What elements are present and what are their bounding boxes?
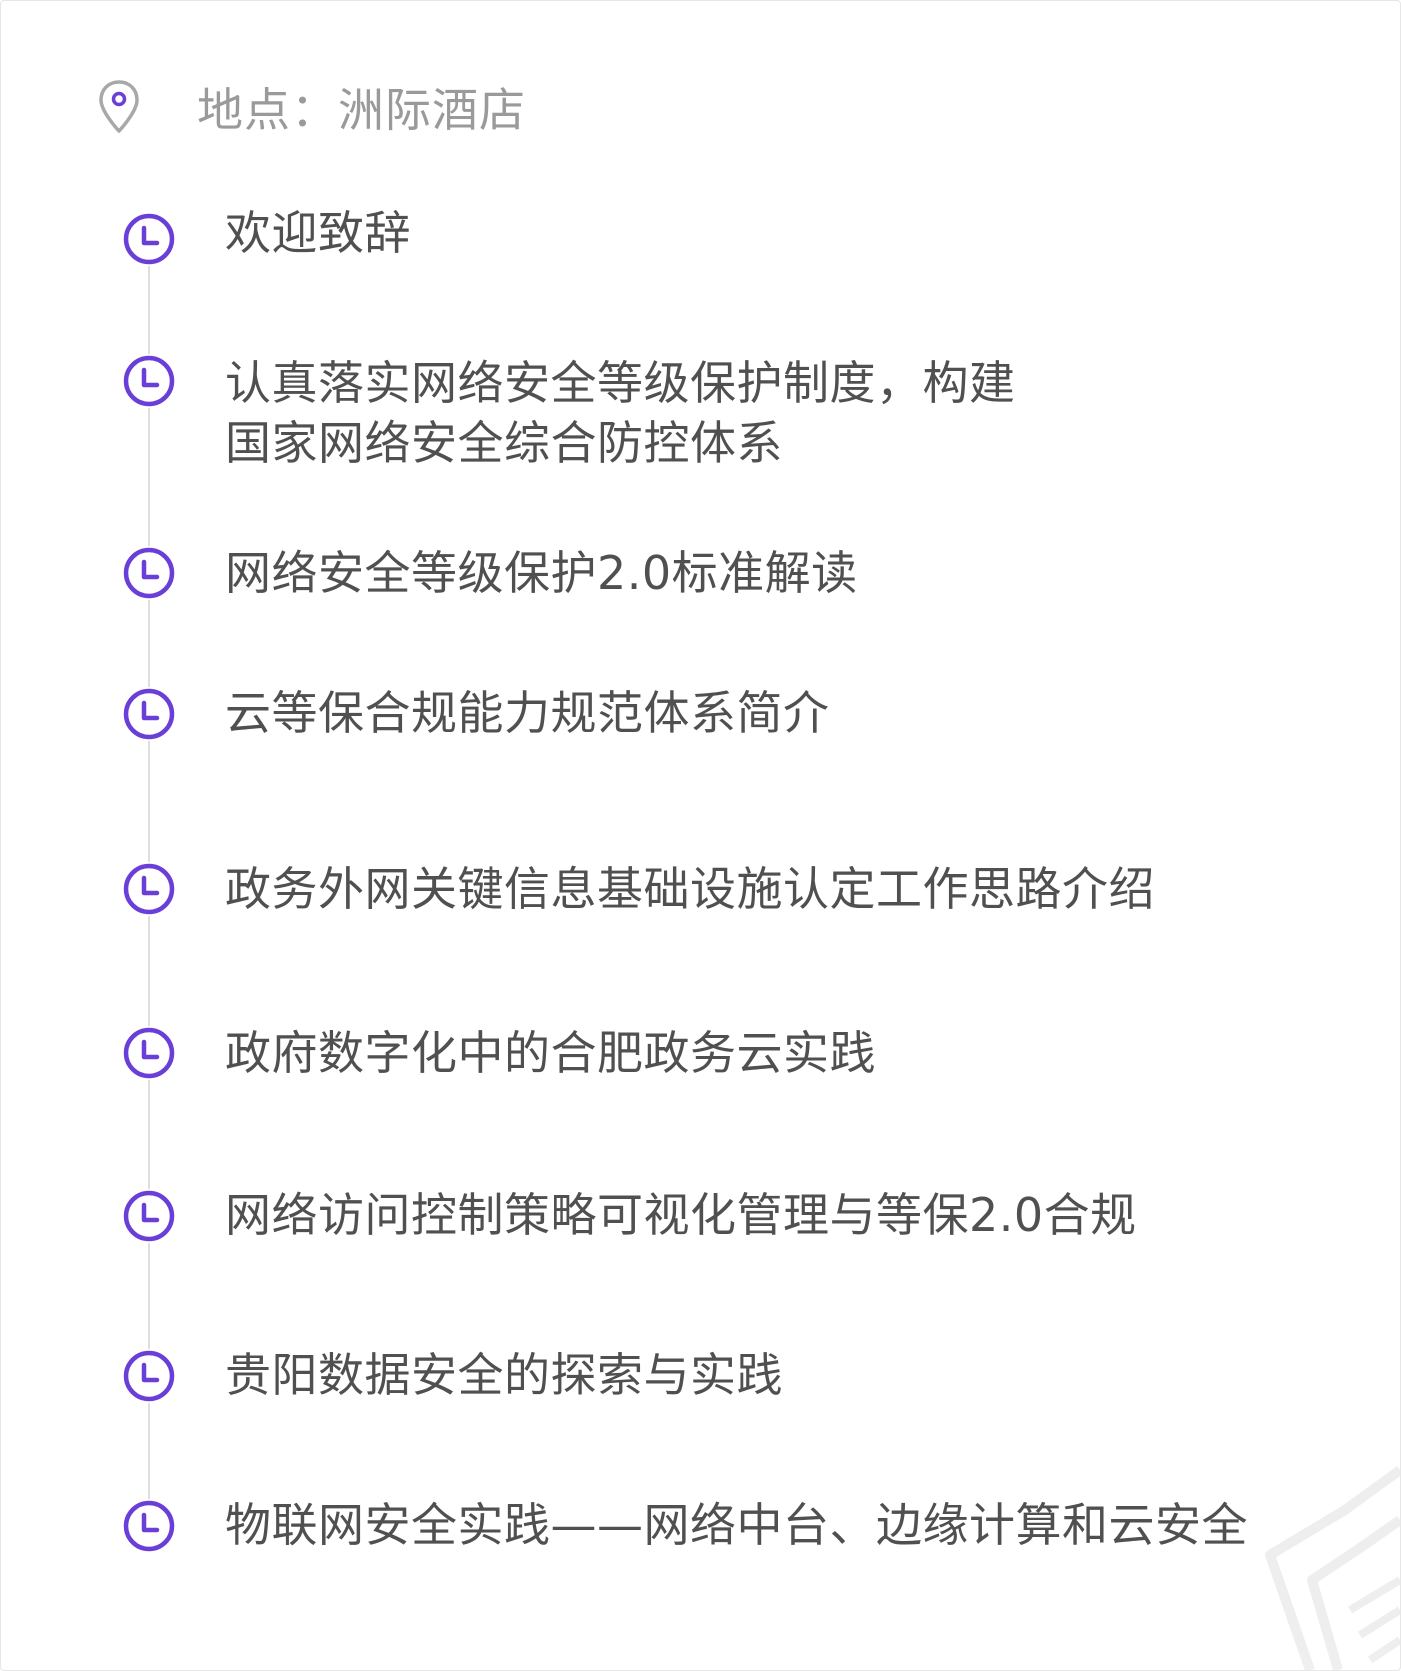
clock-icon [122,1026,176,1080]
clock-icon [122,546,176,600]
clock-icon [122,1189,176,1243]
clock-icon [122,862,176,916]
corner-watermark-graphic [1265,1465,1400,1670]
clock-icon [122,1349,176,1403]
agenda-title: 政府数字化中的合肥政务云实践 [225,1026,876,1080]
clock-icon [122,212,176,266]
agenda-title: 网络访问控制策略可视化管理与等保2.0合规 [225,1188,1137,1242]
clock-icon [122,1499,176,1553]
clock-icon [122,687,176,741]
agenda-title: 云等保合规能力规范体系简介 [225,686,830,740]
clock-icon [122,354,176,408]
agenda-title: 网络安全等级保护2.0标准解读 [225,546,858,600]
agenda-title: 贵阳数据安全的探索与实践 [225,1348,783,1402]
location-text: 地点：洲际酒店 [197,83,526,137]
location-row: 地点：洲际酒店 [97,77,526,137]
map-pin-icon [99,80,139,133]
agenda-title: 认真落实网络安全等级保护制度，构建 国家网络安全综合防控体系 [225,356,1016,470]
agenda-title: 物联网安全实践——网络中台、边缘计算和云安全 [225,1498,1248,1552]
agenda-title: 政务外网关键信息基础设施认定工作思路介绍 [225,862,1155,916]
agenda-title: 欢迎致辞 [225,206,411,260]
